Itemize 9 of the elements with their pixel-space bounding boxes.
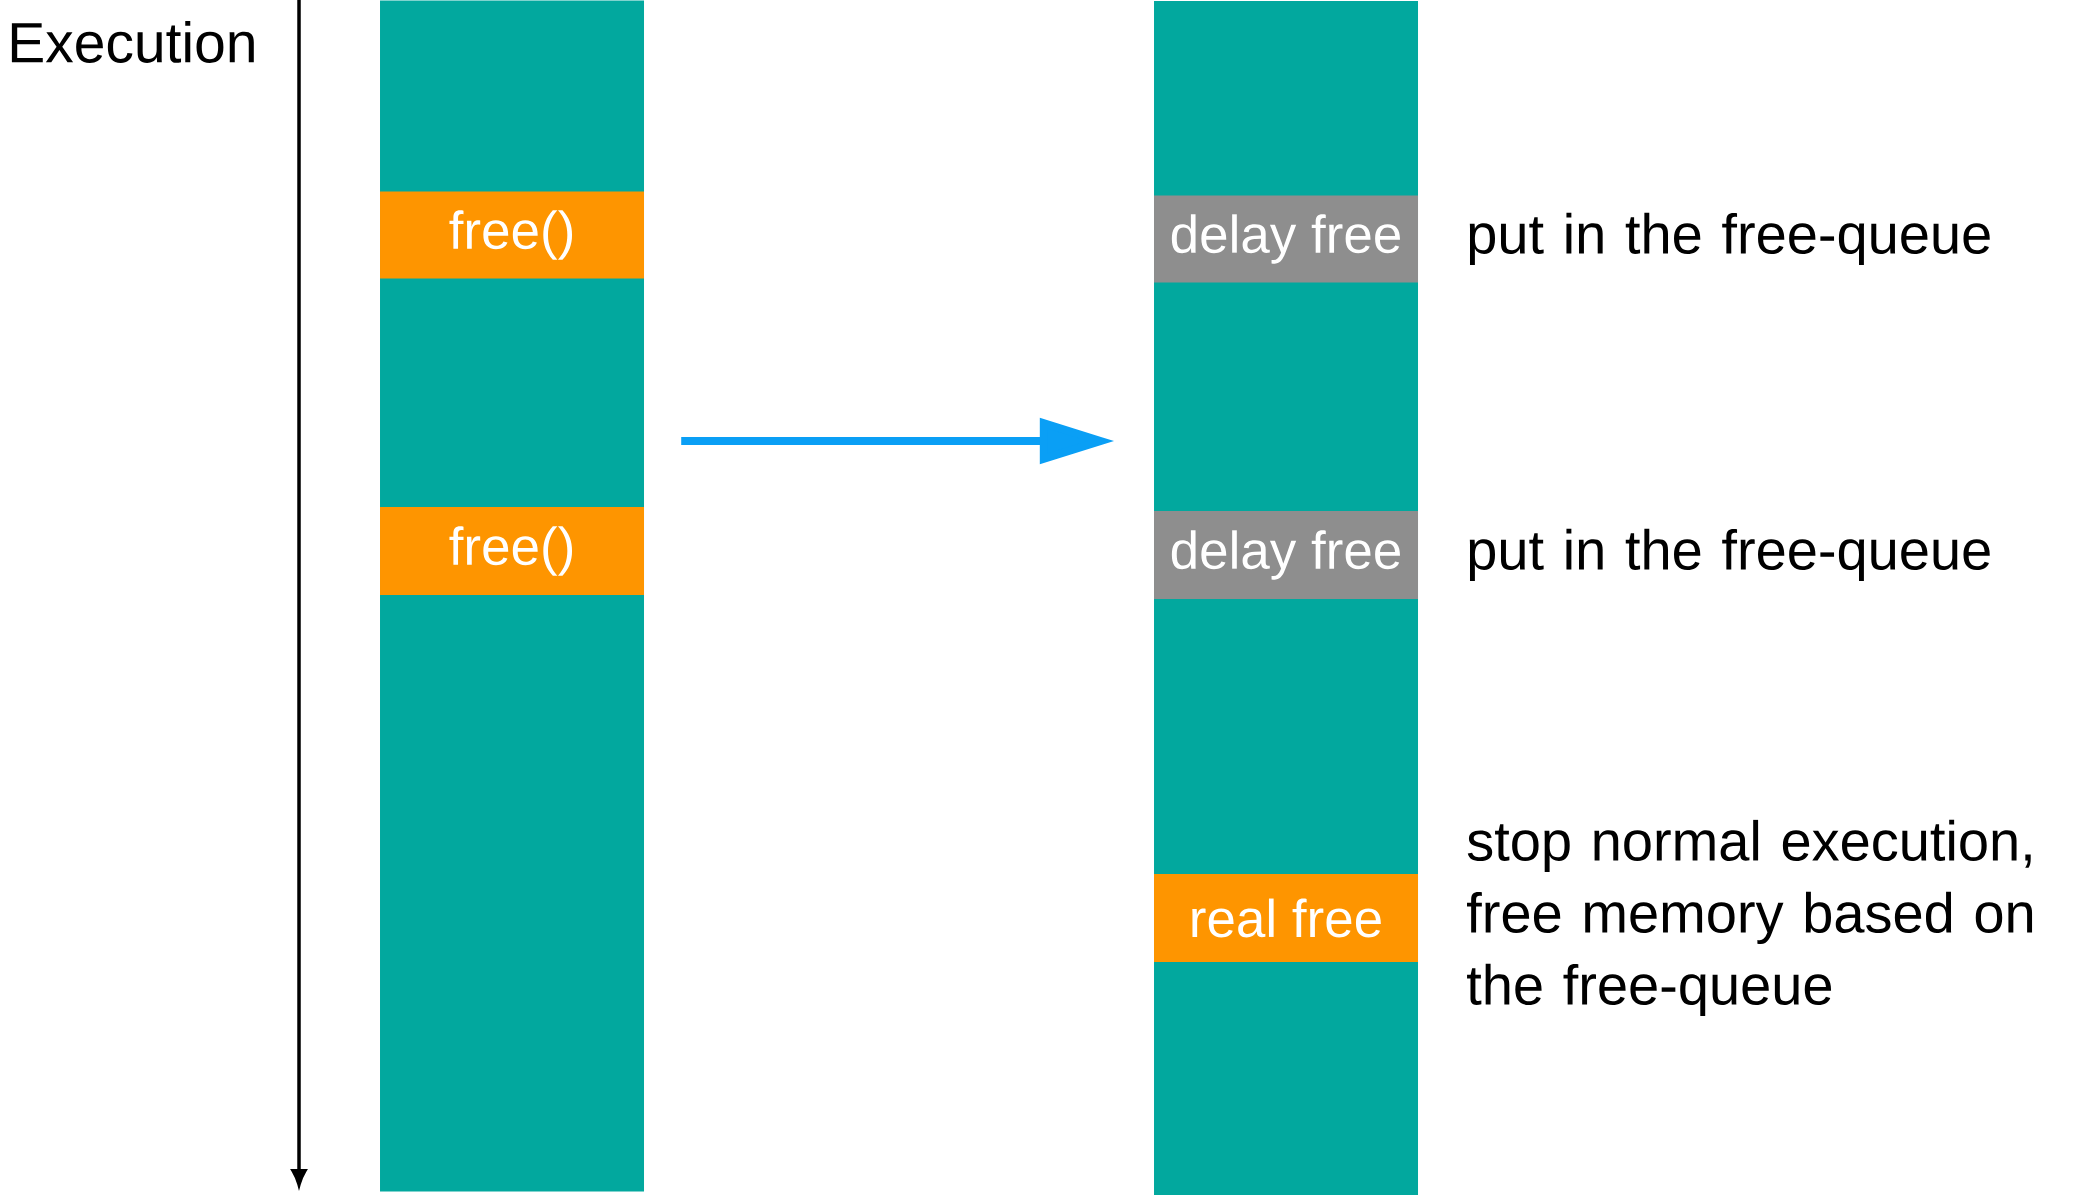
axis-label: Execution: [11, 21, 254, 63]
annotation-text: put in the free-queue: [1469, 212, 1990, 266]
step-box: delay free: [1154, 195, 1418, 283]
step-box: free(): [380, 507, 644, 595]
annotation-text: put in the free-queue: [1469, 528, 1990, 582]
step-box: delay free: [1154, 511, 1418, 599]
annotation-text: stop normal execution, free memory based on the free-queue: [1467, 819, 2033, 1017]
step-box: real free: [1154, 874, 1418, 962]
step-box: free(): [380, 191, 644, 279]
